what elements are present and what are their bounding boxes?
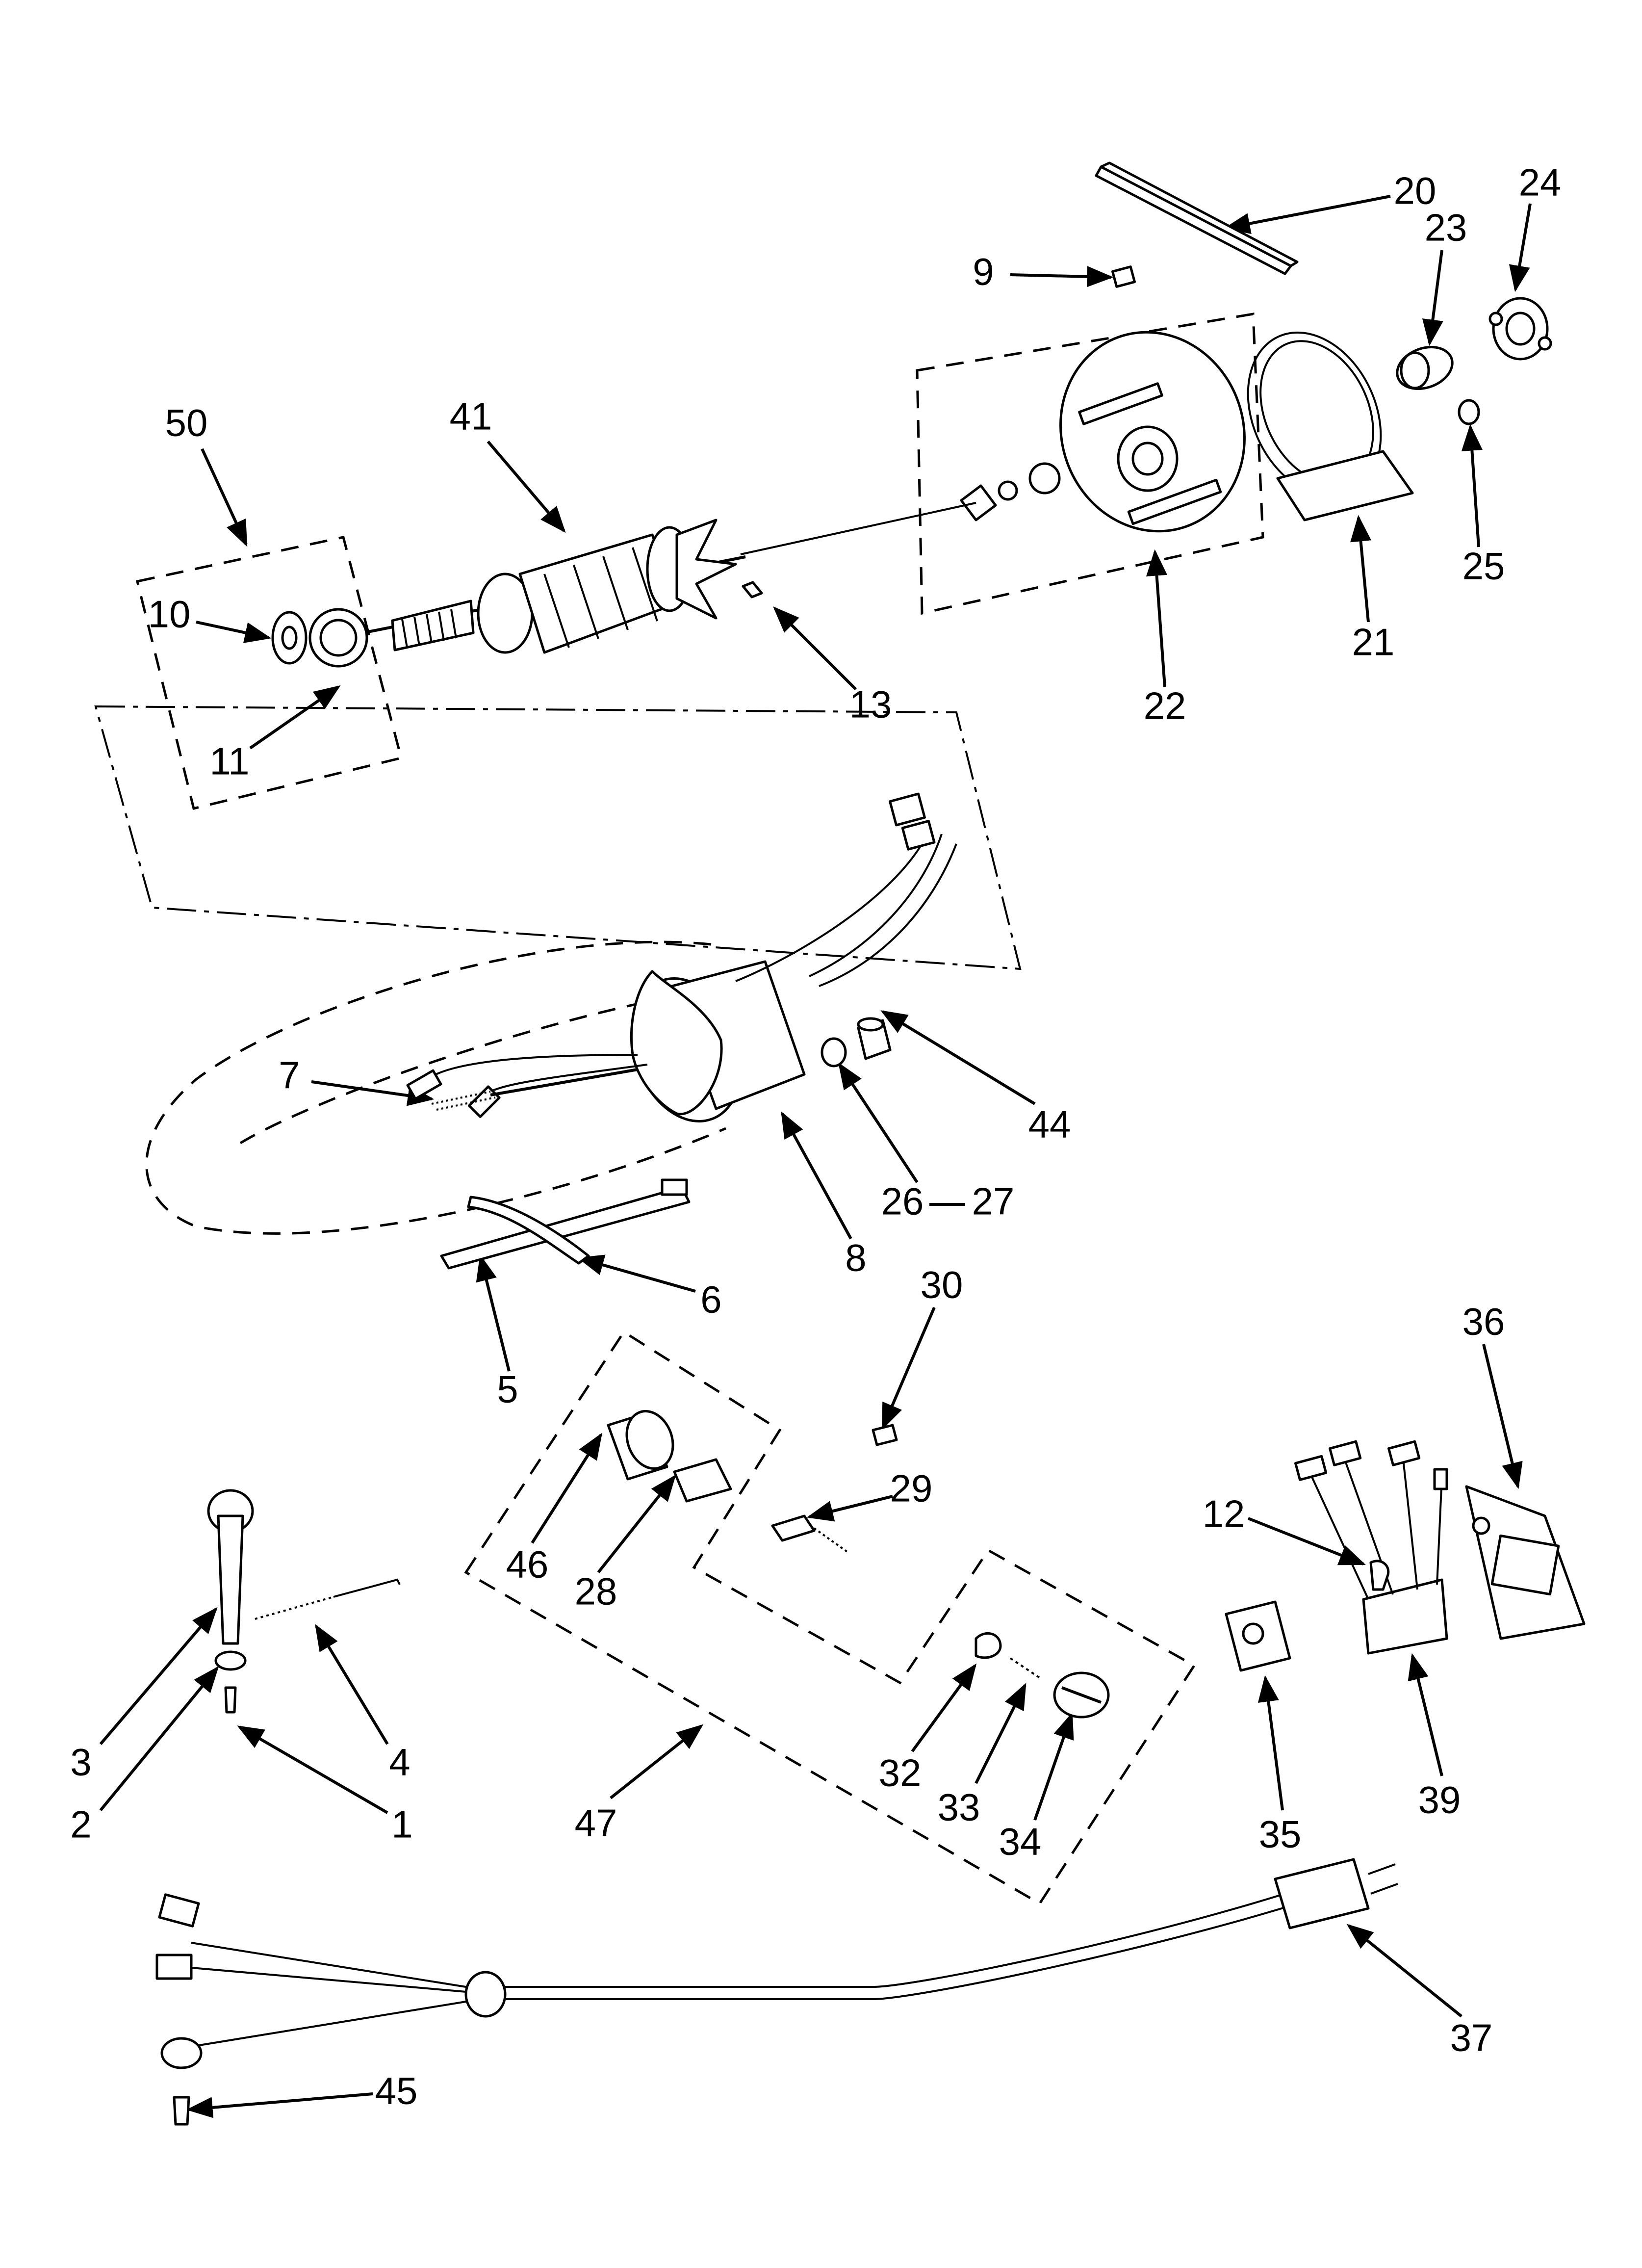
part-12-screw	[1369, 1560, 1390, 1591]
part-3-lever	[207, 1489, 254, 1645]
part-34-cap	[1053, 1671, 1110, 1719]
part-22-endbell	[740, 331, 1246, 555]
leader-arrows	[99, 195, 1532, 2118]
callout-4: 4	[389, 1741, 410, 1784]
callout-36: 36	[1462, 1300, 1505, 1343]
part-33-spring	[1009, 1657, 1041, 1679]
part-37-cord	[155, 1858, 1398, 2069]
callout-34: 34	[999, 1820, 1042, 1863]
callout-8: 8	[845, 1236, 866, 1279]
part-32-brush	[975, 1632, 1002, 1659]
callout-20: 20	[1394, 169, 1437, 212]
assembly-22-outline	[916, 313, 1264, 615]
part-20-strip	[1095, 161, 1299, 275]
part-41-armature	[338, 519, 746, 654]
callout-1: 1	[391, 1803, 412, 1846]
part-1-screw	[224, 1686, 237, 1714]
callout-21: 21	[1352, 621, 1395, 664]
part-39-switch	[1294, 1440, 1448, 1655]
callout-24: 24	[1519, 161, 1562, 204]
callout-22: 22	[1144, 684, 1186, 728]
callout-10: 10	[148, 593, 191, 636]
part-46-sleeve	[607, 1410, 674, 1481]
part-23-bearing	[1396, 345, 1454, 391]
part-28-holder	[673, 1458, 732, 1503]
callout-11: 11	[210, 740, 250, 783]
part-5-6-straps	[440, 1178, 691, 1270]
assembly-frames	[94, 313, 1264, 1905]
callout-35: 35	[1259, 1813, 1302, 1856]
callout-47: 47	[575, 1801, 617, 1845]
callout-29: 29	[890, 1467, 933, 1510]
part-24-retainer	[1488, 297, 1552, 361]
part-26-27-bushing	[821, 1037, 847, 1068]
part-10-11-bearings	[271, 608, 368, 668]
callout-46: 46	[506, 1543, 549, 1586]
part-13-plug	[742, 581, 763, 599]
callout-12: 12	[1203, 1492, 1245, 1536]
callout-9: 9	[973, 250, 994, 293]
callout-2: 2	[70, 1803, 91, 1846]
part-29-brush	[771, 1514, 849, 1554]
callout-32: 32	[879, 1751, 922, 1795]
motor-frame-outline	[94, 705, 1022, 970]
part-44-sleeve	[857, 1017, 892, 1060]
assembly-50-outline	[135, 536, 403, 810]
callout-27: 27	[972, 1180, 1015, 1223]
callout-45: 45	[375, 2069, 418, 2112]
callout-44: 44	[1028, 1103, 1071, 1146]
callout-28: 28	[575, 1570, 617, 1613]
callout-23: 23	[1425, 206, 1467, 249]
assembly-47-outline	[464, 1330, 1196, 1905]
part-2-washer	[214, 1650, 247, 1671]
callout-6: 6	[700, 1278, 721, 1321]
part-8-field	[145, 792, 957, 1235]
callout-37: 37	[1450, 2016, 1493, 2059]
callout-30: 30	[921, 1263, 963, 1306]
callout-labels: 50 41 10 11 13 9 20 23 24 25 21 22 7 44 …	[70, 161, 1561, 2112]
callout-7: 7	[279, 1054, 300, 1097]
part-21-bracket	[1247, 331, 1414, 521]
callout-39: 39	[1418, 1778, 1461, 1822]
callout-33: 33	[938, 1786, 980, 1829]
part-36-board	[1465, 1485, 1586, 1640]
callout-26: 26	[881, 1180, 924, 1223]
callout-13: 13	[849, 683, 892, 726]
part-30-screw	[872, 1424, 898, 1446]
callout-5: 5	[497, 1368, 518, 1411]
part-9-nut	[1111, 265, 1136, 288]
part-35-block	[1225, 1600, 1291, 1672]
callout-41: 41	[450, 395, 492, 438]
callout-50: 50	[165, 401, 208, 444]
callout-25: 25	[1462, 545, 1505, 588]
part-7-spring	[431, 1068, 638, 1111]
part-25-washer	[1458, 399, 1480, 425]
part-45-screw	[173, 2096, 190, 2126]
callout-3: 3	[70, 1741, 91, 1784]
part-4-spring	[255, 1578, 401, 1620]
